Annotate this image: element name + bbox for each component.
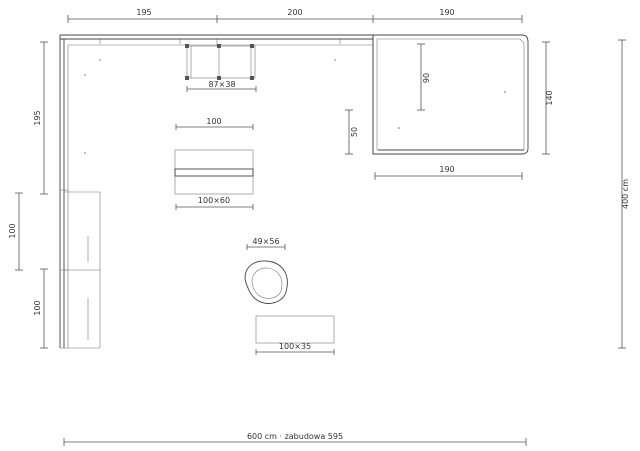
dim-inner-90: 90 <box>422 73 431 83</box>
bench-label: 100×60 <box>198 196 230 205</box>
dim-top-1: 195 <box>136 8 151 17</box>
low-bench: 100×35 <box>255 315 335 355</box>
dim-top-2: 200 <box>287 8 302 17</box>
dim-inner-190: 190 <box>439 165 454 174</box>
chair-label: 49×56 <box>252 237 279 246</box>
low-bench-label: 100×35 <box>279 342 311 351</box>
inner-dimension-90: 90 <box>417 43 431 111</box>
bottom-total-label: 600 cm · zabudowa 595 <box>247 432 343 441</box>
bench: 100 100×60 <box>174 117 254 210</box>
bottom-dimension: 600 cm · zabudowa 595 <box>63 432 527 446</box>
dim-inner-50: 50 <box>350 127 359 137</box>
dim-right-1: 140 <box>545 90 554 105</box>
right-room <box>372 34 529 155</box>
dim-right-total: 400 cm <box>621 179 630 209</box>
chair: 49×56 <box>244 237 288 304</box>
wall-outline <box>59 34 373 349</box>
dim-left-1: 195 <box>33 110 42 125</box>
inner-dimension-190: 190 <box>374 165 523 180</box>
dim-top-3: 190 <box>439 8 454 17</box>
top-dimension-chain: 195 200 190 <box>67 8 523 23</box>
bench-width-label: 100 <box>206 117 221 126</box>
stool-label: 87×38 <box>208 80 235 89</box>
dim-left-2: 100 <box>8 223 17 238</box>
dim-left-3: 100 <box>33 300 42 315</box>
inner-dimension-50: 50 <box>345 109 359 155</box>
left-dimension-chain: 195 100 100 <box>8 41 48 349</box>
stool-unit: 87×38 <box>185 44 257 92</box>
right-dimension-chain: 140 400 cm <box>542 39 630 349</box>
